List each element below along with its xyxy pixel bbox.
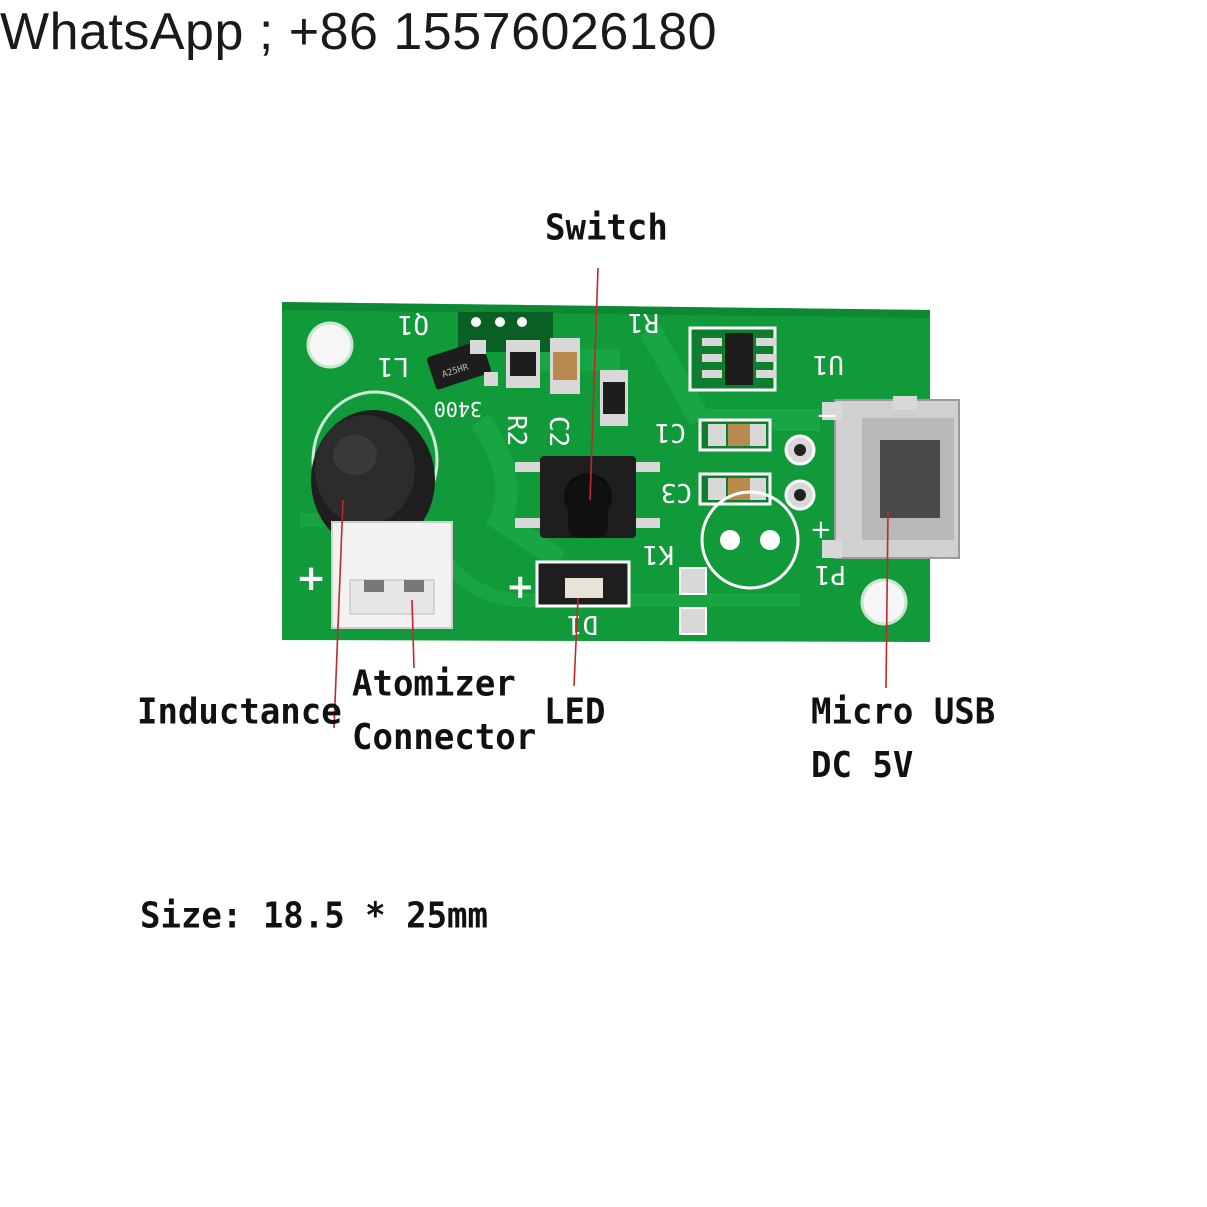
led-label: LED [544, 691, 606, 733]
svg-text:U1: U1 [813, 349, 844, 379]
mount-hole-right [860, 578, 908, 626]
svg-text:P1: P1 [815, 559, 846, 589]
inductance-leader [333, 499, 344, 729]
svg-text:−: − [816, 401, 838, 431]
size-text: Size: 18.5 * 25mm [140, 895, 488, 937]
switch-label: Switch [545, 207, 668, 249]
svg-text:C1: C1 [655, 417, 686, 447]
inductance-label: Inductance [137, 691, 342, 733]
atomizer-label-line1: Atomizer [352, 662, 516, 705]
svg-text:R2: R2 [501, 415, 531, 446]
svg-text:D1: D1 [567, 609, 598, 639]
svg-text:L1: L1 [378, 351, 409, 381]
svg-text:K1: K1 [643, 539, 674, 569]
svg-text:C3: C3 [661, 477, 692, 507]
svg-text:+: + [296, 558, 326, 599]
svg-text:C2: C2 [543, 416, 573, 447]
circuit-board: + A25HR [282, 302, 960, 642]
micro-usb-label: Micro USB DC 5V [811, 685, 995, 792]
atomizer-connector-label: Atomizer Connector [352, 657, 536, 764]
usb-leader [885, 511, 889, 689]
leader-lines [333, 267, 889, 729]
svg-text:R1: R1 [628, 307, 659, 337]
switch-leader [589, 267, 599, 501]
atomizer-label-line2: Connector [352, 716, 537, 759]
svg-text:+: + [810, 515, 832, 545]
led-leader [573, 597, 579, 687]
svg-text:+: + [506, 567, 535, 607]
svg-text:3400: 3400 [434, 397, 482, 421]
usb-label-line2: DC 5V [811, 744, 914, 787]
svg-text:Q1: Q1 [398, 309, 429, 339]
atomizer-leader [411, 599, 415, 669]
contact-info: WhatsApp ; +86 15576026180 [0, 3, 718, 61]
usb-label-line1: Micro USB [811, 690, 996, 733]
mount-hole-left [306, 321, 354, 369]
